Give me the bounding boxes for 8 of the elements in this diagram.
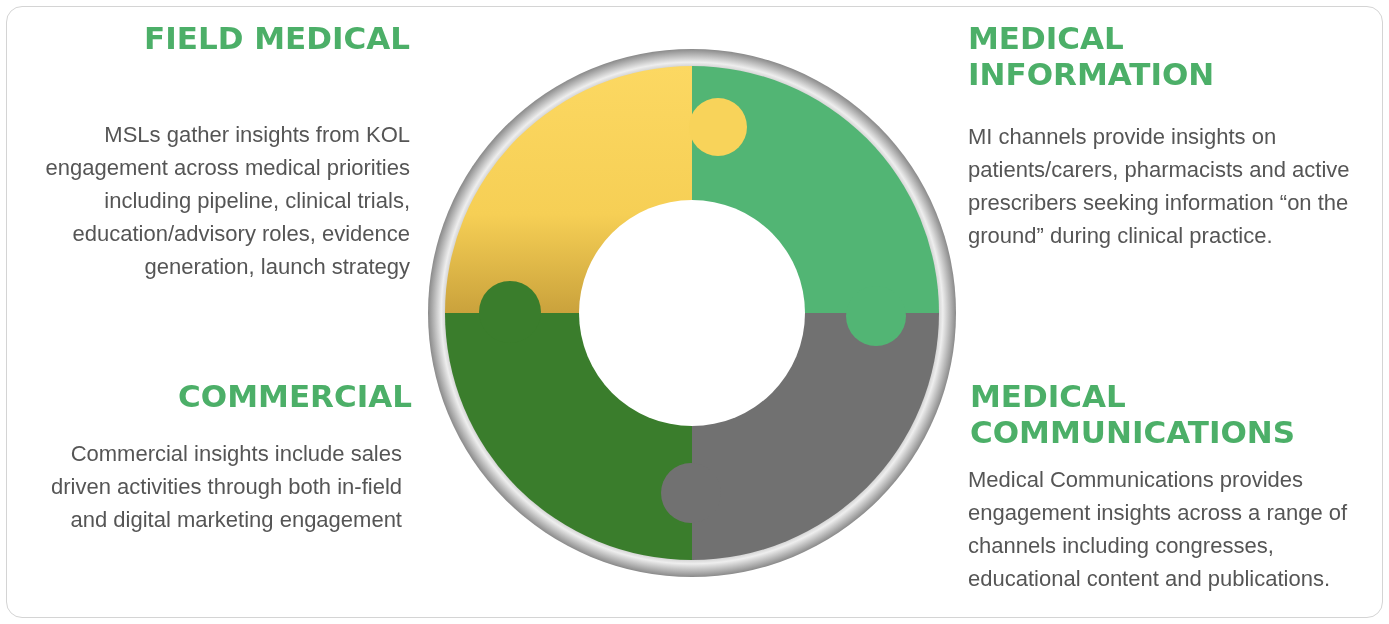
section-heading: MEDICAL INFORMATION xyxy=(968,20,1216,92)
section-heading: COMMERCIAL xyxy=(177,378,412,414)
description-text: Commercial insights include sales driven activities through both in-field and digital marketing engagement xyxy=(50,440,402,534)
section-heading: MEDICAL COMMUNICATIONS xyxy=(970,378,1297,450)
description-text: MSLs gather insights from KOL engagement across medical priorities including pipeline, clinical trials, education/advisory roles, evidence generation, launch strategy xyxy=(44,121,410,281)
section-heading: FIELD MEDICAL xyxy=(143,20,410,56)
description-text: Medical Communications provides engagement insights across a range of channels including congresses, educational content and publications. xyxy=(968,466,1349,593)
description-text: MI channels provide insights on patients/carers, pharmacists and active prescribers seeking information “on the ground” during clinical practice. xyxy=(968,123,1351,250)
